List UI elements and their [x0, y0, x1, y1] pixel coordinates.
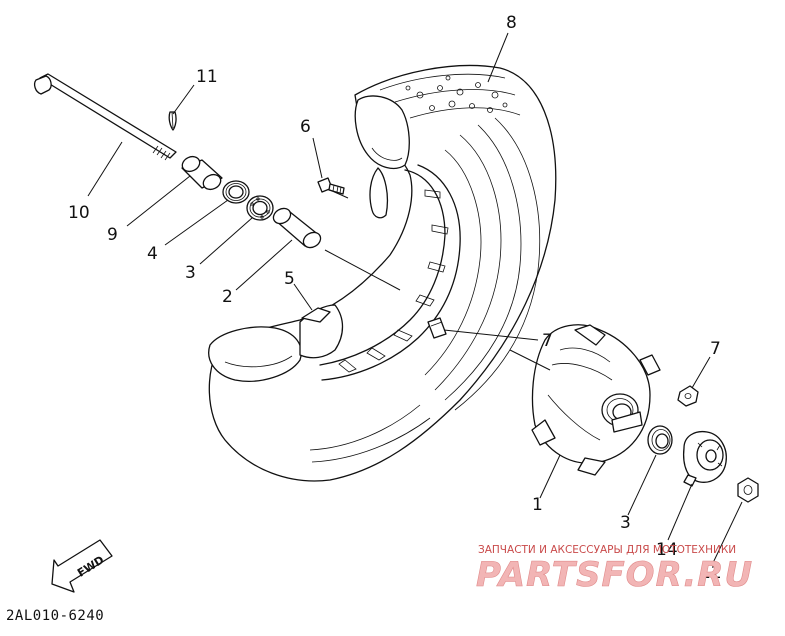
callout-7: 7	[710, 339, 721, 359]
fwd-arrow: FWD	[51, 539, 113, 593]
callout-12: 12	[700, 563, 722, 583]
callout-3-right: 3	[620, 513, 631, 533]
callout-5: 5	[284, 269, 295, 289]
spacer-long	[272, 207, 322, 249]
collar	[181, 155, 223, 191]
wheel-axle	[34, 73, 177, 161]
callout-3-left: 3	[185, 263, 196, 283]
callout-11: 9	[107, 225, 118, 245]
diagram-code: 2AL010-6240	[6, 608, 104, 624]
hub	[531, 324, 661, 476]
bearing-right	[647, 425, 673, 455]
leader-lines	[87, 32, 743, 566]
cotter-pin	[168, 111, 177, 131]
callout-4: 4	[147, 244, 158, 264]
axle-nut	[737, 477, 759, 503]
watermark-logo-text: PARTSFOR.RU	[476, 555, 753, 595]
tire-and-wheel	[208, 64, 557, 482]
callout-8: 8	[506, 13, 517, 33]
watermark: ЗАПЧАСТИ И АКСЕССУАРЫ ДЛЯ МОТОТЕХНИКИ PA…	[476, 544, 753, 595]
callout-10: 10	[68, 203, 90, 223]
callout-6: 6	[300, 117, 311, 137]
bearing-left	[246, 195, 274, 221]
callout-1: 1	[532, 495, 543, 515]
oil-seal	[222, 180, 250, 204]
callout-9: 7	[542, 331, 553, 351]
nut-small	[677, 385, 699, 407]
callout-14: 14	[656, 540, 678, 560]
valve	[427, 317, 447, 339]
bolt	[317, 177, 345, 195]
gear-unit	[682, 430, 727, 487]
callout-2: 2	[222, 287, 233, 307]
watermark-tagline: ЗАПЧАСТИ И АКСЕССУАРЫ ДЛЯ МОТОТЕХНИКИ	[478, 544, 736, 556]
callout-13: 11	[196, 67, 218, 87]
callouts: 11 10 9 4 3 2 5 6 8 7 7 1 3 14 12	[68, 13, 722, 583]
